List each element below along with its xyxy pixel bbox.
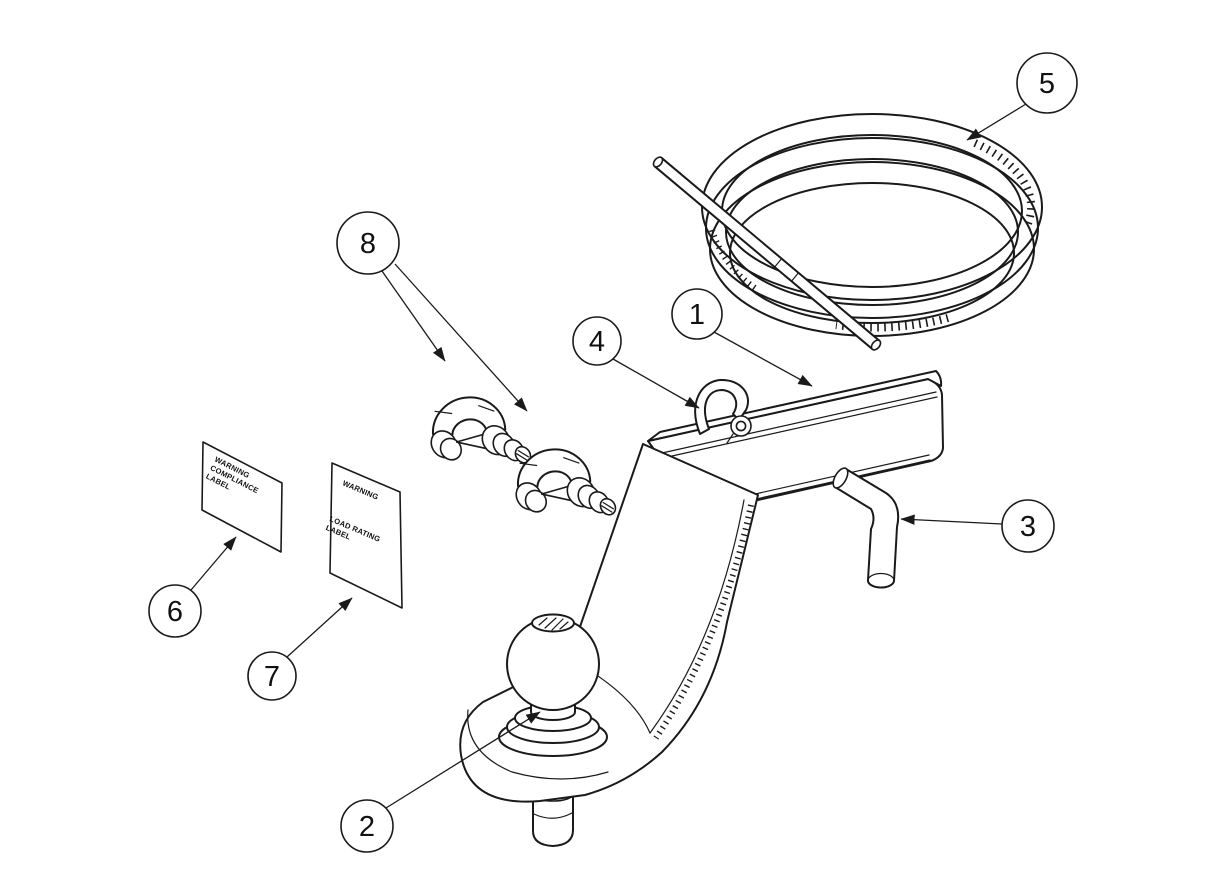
- balloon-1: [671, 288, 723, 340]
- balloon-5: [1016, 52, 1078, 114]
- balloon-7: [247, 651, 297, 701]
- callout-3: 3: [900, 499, 1055, 553]
- balloon-6: [148, 584, 202, 638]
- leader-line-1: [713, 331, 813, 387]
- compliance-label: WARNING COMPLIANCE LABEL: [201, 441, 283, 553]
- leader-line-4: [612, 358, 700, 409]
- callouts: 1 2 3 4 5 6 7: [148, 52, 1078, 853]
- leader-line-5: [966, 103, 1027, 141]
- balloon-3: [1001, 499, 1055, 553]
- callout-4: 4: [572, 316, 700, 409]
- callout-5: 5: [966, 52, 1078, 141]
- hitch-pin: [832, 467, 900, 589]
- balloon-number-7: 7: [264, 661, 280, 693]
- balloon-2: [340, 799, 394, 853]
- callout-1: 1: [671, 288, 813, 387]
- breakaway-cable-coil: [701, 113, 1043, 337]
- coil-shading: [973, 139, 1036, 230]
- ball-top-shading: [538, 617, 569, 631]
- callout-8: 8: [336, 211, 528, 412]
- balloon-number-6: 6: [167, 596, 183, 628]
- balloon-number-2: 2: [359, 811, 375, 843]
- balloon-number-1: 1: [689, 299, 705, 331]
- shackle-left: [419, 386, 536, 483]
- balloon-4: [572, 316, 622, 366]
- hairpin-clip: [694, 378, 752, 444]
- bend-shading: [653, 504, 754, 740]
- balloon-number-5: 5: [1039, 68, 1055, 100]
- callout-2: 2: [340, 711, 541, 853]
- callout-6: 6: [148, 536, 237, 638]
- balloon-number-4: 4: [589, 326, 605, 358]
- ball-mount-bracket: [459, 443, 759, 803]
- leader-line-8a: [381, 270, 446, 362]
- leader-line-8b: [394, 263, 528, 412]
- cable-sleeve: [652, 156, 882, 351]
- balloon-8: [336, 211, 400, 275]
- leader-line-7: [286, 597, 353, 658]
- hitch-ball: [498, 613, 608, 757]
- balloon-number-8: 8: [360, 228, 376, 260]
- leader-line-6: [190, 536, 237, 591]
- balloon-number-3: 3: [1020, 511, 1036, 543]
- callout-7: 7: [247, 597, 353, 701]
- coil-shading: [709, 229, 760, 293]
- leader-line-2: [385, 711, 541, 809]
- leader-line-3: [900, 514, 1003, 525]
- load-rating-label: WARNING LOAD RATING LABEL: [324, 462, 403, 609]
